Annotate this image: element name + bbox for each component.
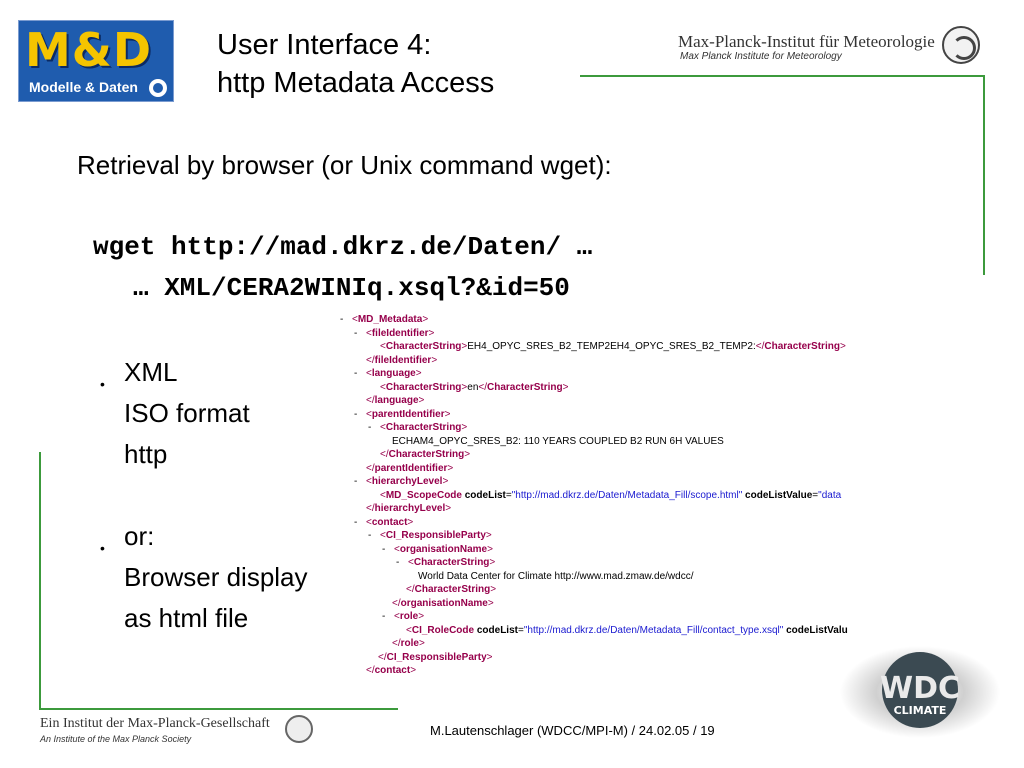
institute-name: Max-Planck-Institut für Meteorologie: [678, 32, 935, 51]
xml-line: -<MD_Metadata>: [340, 314, 429, 325]
collapse-toggle[interactable]: -: [340, 314, 344, 325]
collapse-toggle[interactable]: -: [354, 368, 358, 379]
xml-line: <CharacterString>EH4_OPYC_SRES_B2_TEMP2E…: [380, 341, 846, 352]
slide-title: User Interface 4: http Metadata Access: [217, 26, 494, 102]
society-subtitle: An Institute of the Max Planck Society: [40, 734, 192, 744]
collapse-toggle[interactable]: -: [368, 422, 372, 433]
mpi-emblem-icon: [942, 26, 980, 64]
xml-line: -<hierarchyLevel>: [354, 476, 449, 487]
wget-command-line1: wget http://mad.dkrz.de/Daten/ …: [93, 232, 593, 262]
frame-top-line: [580, 75, 985, 77]
bullet-line: XML: [124, 357, 178, 387]
mad-logo: M&D Modelle & Daten: [18, 20, 174, 102]
bullet-line: or:: [124, 521, 155, 551]
xml-line: </CharacterString>: [406, 584, 497, 595]
xml-line: -<CharacterString>: [396, 557, 496, 568]
mad-logo-subtext: Modelle & Daten: [29, 79, 138, 95]
xml-line: </contact>: [366, 665, 417, 673]
bullet-item: • XML ISO format http: [100, 352, 250, 475]
xml-line: </CI_ResponsibleParty>: [378, 651, 493, 663]
xml-line: </fileIdentifier>: [366, 354, 438, 366]
mad-logo-text: M&D: [25, 23, 153, 77]
xml-line: </language>: [366, 395, 425, 406]
xml-line: <CI_RoleCode codeList="http://mad.dkrz.d…: [406, 624, 848, 636]
wdc-logo-subtitle: CLIMATE: [894, 704, 947, 717]
xml-line: -<role>: [382, 611, 425, 622]
xml-line: -<language>: [354, 368, 422, 379]
minerva-emblem-icon: [285, 715, 313, 743]
footer-credit: M.Lautenschlager (WDCC/MPI-M) / 24.02.05…: [430, 723, 715, 738]
xml-tree-view: -<MD_Metadata> -<fileIdentifier> <Charac…: [338, 313, 930, 673]
xml-line: </hierarchyLevel>: [366, 503, 452, 514]
society-name: Ein Institut der Max-Planck-Gesellschaft: [40, 716, 270, 731]
xml-line: </parentIdentifier>: [366, 462, 454, 474]
collapse-toggle[interactable]: -: [354, 516, 358, 528]
xml-line: </role>: [392, 638, 425, 649]
xml-line: -<parentIdentifier>: [354, 408, 451, 420]
xml-line: <CharacterString>en</CharacterString>: [380, 381, 569, 393]
footer-divider: [40, 708, 398, 710]
frame-left-line: [39, 452, 41, 710]
retrieval-text: Retrieval by browser (or Unix command wg…: [77, 150, 612, 180]
wget-command-line2: … XML/CERA2WINIq.xsql?&id=50: [133, 273, 570, 303]
collapse-toggle[interactable]: -: [354, 408, 358, 420]
bullet-line: http: [124, 439, 168, 469]
wdc-climate-logo: WDC CLIMATE: [840, 646, 1000, 738]
xml-line: -<CI_ResponsibleParty>: [368, 530, 492, 541]
bullet-line: ISO format: [124, 398, 250, 428]
xml-line: </organisationName>: [392, 597, 494, 609]
bullet-line: as html file: [124, 603, 249, 633]
collapse-toggle[interactable]: -: [382, 611, 386, 622]
bullet-line: Browser display: [124, 562, 308, 592]
xml-line: -<CharacterString>: [368, 422, 468, 433]
xml-line: -<fileIdentifier>: [354, 327, 435, 339]
slide-title-line1: User Interface 4:: [217, 29, 432, 61]
xml-line: -<organisationName>: [382, 543, 493, 555]
xml-line: ECHAM4_OPYC_SRES_B2: 110 YEARS COUPLED B…: [392, 435, 724, 447]
bullet-dot: •: [100, 376, 105, 392]
xml-line: <MD_ScopeCode codeList="http://mad.dkrz.…: [380, 489, 842, 501]
frame-right-line: [983, 75, 985, 275]
xml-line: -<contact>: [354, 516, 414, 528]
xml-line: World Data Center for Climate http://www…: [418, 570, 694, 582]
xml-line: </CharacterString>: [380, 449, 471, 460]
collapse-toggle[interactable]: -: [354, 476, 358, 487]
collapse-toggle[interactable]: -: [396, 557, 400, 568]
collapse-toggle[interactable]: -: [382, 543, 386, 555]
collapse-toggle[interactable]: -: [354, 327, 358, 339]
institute-subtitle: Max Planck Institute for Meteorology: [680, 51, 842, 62]
bullet-dot: •: [100, 540, 105, 556]
bullet-item: • or: Browser display as html file: [100, 516, 308, 639]
wdc-logo-title: WDC: [880, 671, 960, 706]
collapse-toggle[interactable]: -: [368, 530, 372, 541]
slide-title-line2: http Metadata Access: [217, 67, 495, 99]
globe-icon: [149, 79, 167, 97]
